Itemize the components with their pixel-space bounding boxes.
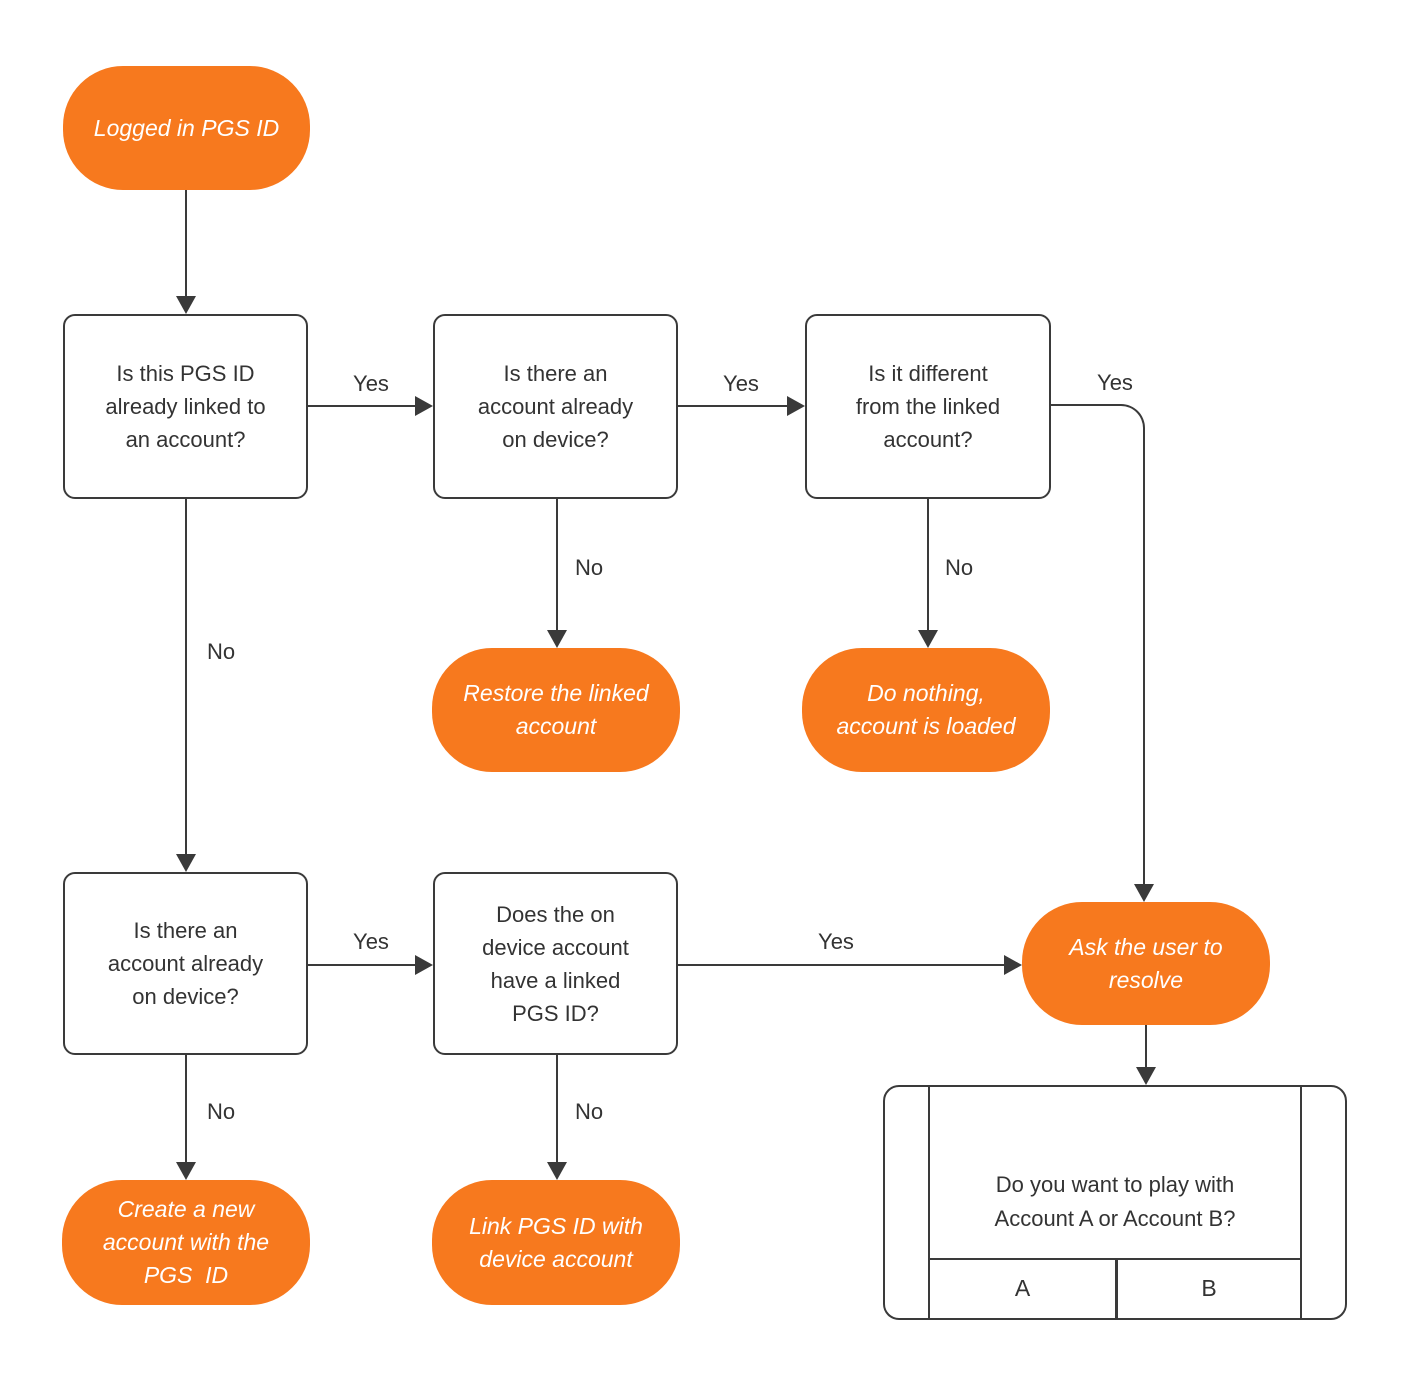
arrowhead-down-icon bbox=[176, 296, 196, 314]
dialog-ab-divider bbox=[1115, 1258, 1118, 1318]
edge-label-yes: Yes bbox=[353, 371, 389, 396]
connector-device1-yes bbox=[678, 405, 787, 407]
connector-pgslink-no bbox=[556, 1055, 558, 1162]
node-ask-user-to-resolve: Ask the user to resolve bbox=[1022, 902, 1270, 1025]
arrowhead-down-icon bbox=[1136, 1067, 1156, 1085]
edge-label-yes: Yes bbox=[1097, 370, 1133, 395]
dialog-right-bezel-line bbox=[1300, 1087, 1302, 1318]
decision-different-from-linked: Is it different from the linked account? bbox=[805, 314, 1051, 499]
connector-device2-no bbox=[185, 1055, 187, 1162]
connector-device2-yes bbox=[308, 964, 415, 966]
arrowhead-down-icon bbox=[176, 1162, 196, 1180]
arrowhead-down-icon bbox=[1134, 884, 1154, 902]
edge-label-no: No bbox=[574, 555, 604, 580]
node-do-nothing-account-loaded: Do nothing, account is loaded bbox=[802, 648, 1050, 772]
connector-linked-no bbox=[185, 499, 187, 854]
arrowhead-down-icon bbox=[547, 630, 567, 648]
arrowhead-down-icon bbox=[547, 1162, 567, 1180]
dialog-left-bezel-line bbox=[928, 1087, 930, 1318]
edge-label-yes: Yes bbox=[723, 371, 759, 396]
connector-device1-no bbox=[556, 499, 558, 630]
decision-account-on-device-2: Is there an account already on device? bbox=[63, 872, 308, 1055]
arrowhead-right-icon bbox=[415, 396, 433, 416]
edge-label-no: No bbox=[206, 639, 236, 664]
arrowhead-down-icon bbox=[176, 854, 196, 872]
decision-device-account-has-pgs-id: Does the on device account have a linked… bbox=[433, 872, 678, 1055]
edge-label-no: No bbox=[206, 1099, 236, 1124]
dialog-button-a: A bbox=[1014, 1274, 1031, 1301]
connector-ask-to-dialog bbox=[1145, 1025, 1147, 1067]
edge-label-yes: Yes bbox=[818, 929, 854, 954]
arrowhead-right-icon bbox=[1004, 955, 1022, 975]
connector-different-yes-bend bbox=[1051, 404, 1145, 884]
dialog-message: Do you want to play with Account A or Ac… bbox=[994, 1172, 1236, 1231]
edge-label-no: No bbox=[574, 1099, 604, 1124]
node-restore-linked-account: Restore the linked account bbox=[432, 648, 680, 772]
arrowhead-down-icon bbox=[918, 630, 938, 648]
node-create-new-account: Create a new account with the PGS ID bbox=[62, 1180, 310, 1305]
dialog-button-b: B bbox=[1201, 1274, 1217, 1301]
decision-account-on-device-1: Is there an account already on device? bbox=[433, 314, 678, 499]
arrowhead-right-icon bbox=[787, 396, 805, 416]
connector-start-to-linked bbox=[185, 190, 187, 296]
decision-pgs-id-already-linked: Is this PGS ID already linked to an acco… bbox=[63, 314, 308, 499]
node-link-pgs-id-device-account: Link PGS ID with device account bbox=[432, 1180, 680, 1305]
connector-linked-yes bbox=[308, 405, 415, 407]
account-choice-dialog: Do you want to play with Account A or Ac… bbox=[883, 1085, 1347, 1320]
connector-different-no bbox=[927, 499, 929, 630]
edge-label-no: No bbox=[944, 555, 974, 580]
arrowhead-right-icon bbox=[415, 955, 433, 975]
connector-pgslink-yes bbox=[678, 964, 1004, 966]
edge-label-yes: Yes bbox=[353, 929, 389, 954]
node-logged-in-pgs-id: Logged in PGS ID bbox=[63, 66, 310, 190]
